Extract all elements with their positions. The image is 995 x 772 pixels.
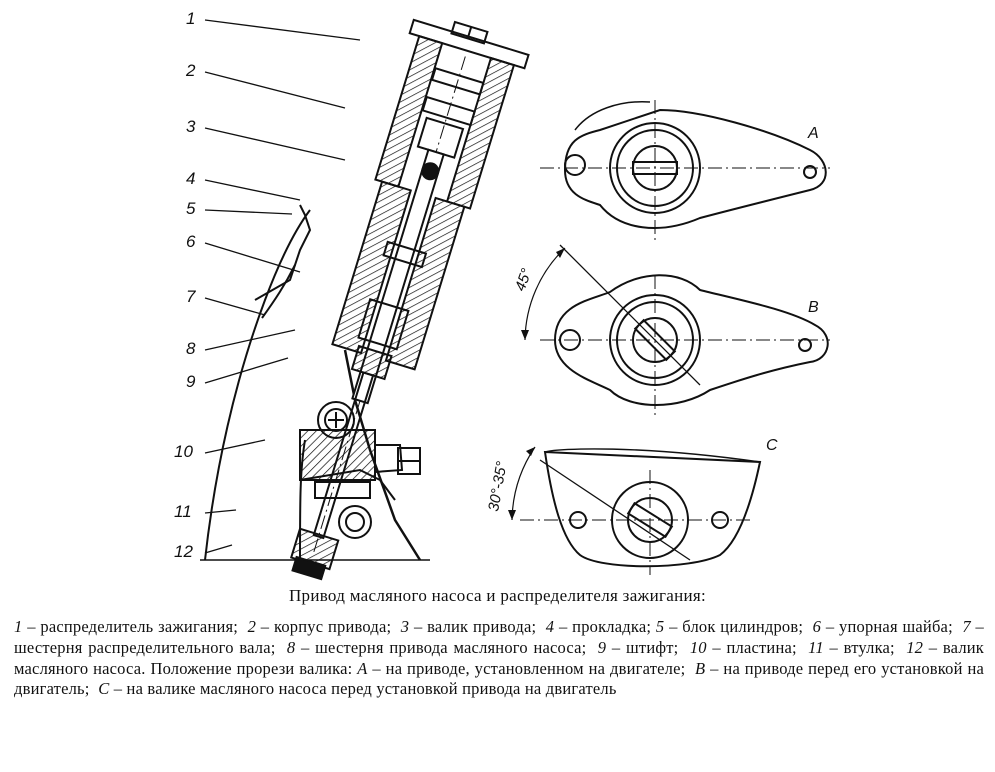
callout-5: 5	[186, 199, 196, 218]
callout-labels: 1 2 3 4 5 6 7 8 9 10 11 12	[174, 9, 196, 561]
angle-label-45: 45°	[512, 266, 536, 293]
view-b: 45° B	[512, 244, 830, 415]
position-c: C – на валике масляного насоса перед уст…	[98, 679, 617, 699]
legend-item-3: 3 – валик привода;	[400, 617, 537, 636]
view-label-a: A	[807, 125, 819, 142]
legend-item-6: 6 – упорная шайба;	[812, 617, 953, 636]
legend-item-11: 11 – втулка;	[808, 637, 895, 657]
callout-6: 6	[186, 232, 196, 251]
position-b: B – на приводе перед его установкой на д…	[14, 658, 985, 699]
legend-item-12: 12 – валик масляного насоса.	[14, 637, 985, 678]
angle-label-30-35: 30°-35°	[485, 460, 510, 513]
callout-9: 9	[186, 372, 196, 391]
callout-1: 1	[186, 9, 195, 28]
legend-item-10: 10 – пластина;	[689, 637, 797, 657]
callout-11: 11	[174, 502, 192, 521]
figure-legend: 1 – распределитель зажигания; 2 – корпус…	[14, 617, 984, 700]
callout-8: 8	[186, 339, 196, 358]
view-label-c: C	[766, 437, 778, 454]
legend-item-1: 1 – распределитель зажигания;	[14, 617, 239, 636]
drive-assembly-section	[200, 18, 530, 581]
callout-10: 10	[174, 442, 193, 461]
legend-item-7: 7 – шестерня распределительного вала;	[14, 617, 984, 657]
view-a: A	[540, 100, 830, 240]
legend-item-5: 5 – блок цилиндров;	[655, 617, 804, 636]
callout-7: 7	[186, 287, 196, 306]
callout-2: 2	[185, 61, 196, 80]
legend-item-2: 2 – корпус привода;	[247, 617, 392, 636]
positions-intro: Положение прорези валика:	[150, 658, 353, 678]
callout-4: 4	[186, 169, 195, 188]
legend-item-9: 9 – штифт;	[597, 637, 679, 657]
leader-lines	[204, 19, 361, 554]
view-label-b: B	[808, 299, 819, 316]
legend-item-8: 8 – шестерня привода масляного насоса;	[286, 637, 587, 657]
legend-item-4: 4 – прокладка;	[545, 617, 652, 636]
figure-caption: Привод масляного насоса и распределителя…	[288, 586, 707, 605]
technical-drawing: 1 2 3 4 5 6 7 8 9 10 11 12 A	[174, 9, 830, 581]
view-c: 30°-35° C	[485, 437, 778, 575]
callout-3: 3	[186, 117, 196, 136]
position-a: A – на приводе, установленном на двигате…	[357, 658, 686, 678]
callout-12: 12	[174, 542, 193, 561]
